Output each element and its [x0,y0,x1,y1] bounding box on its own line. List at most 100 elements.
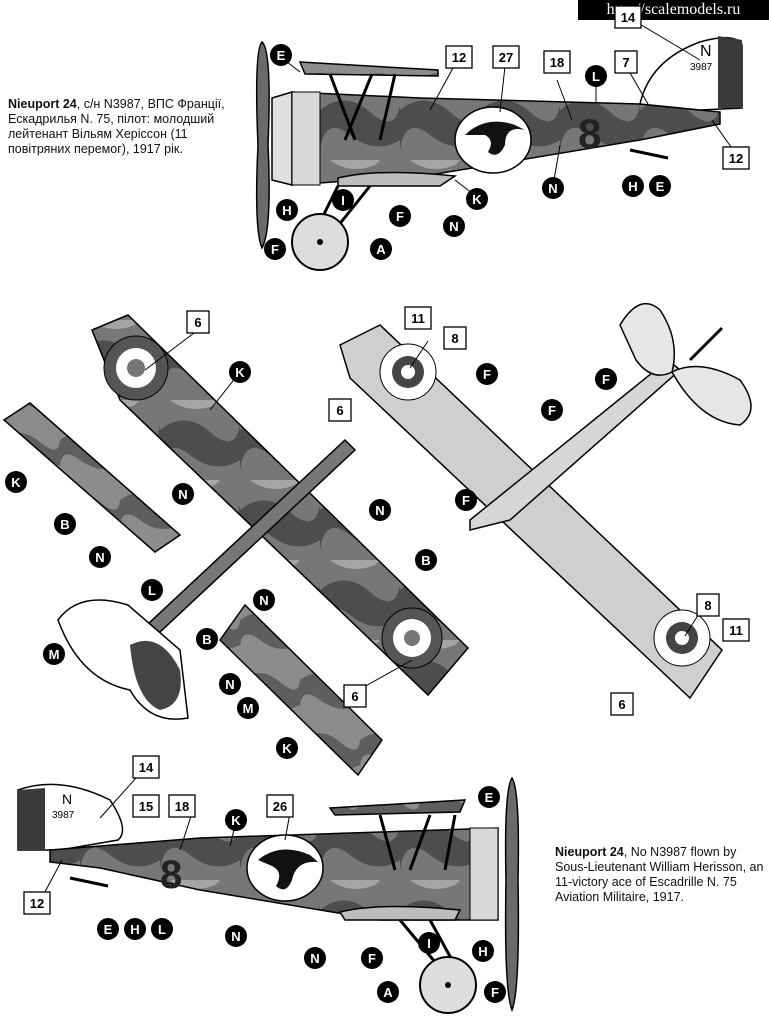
callout-letter: H [628,179,637,194]
callout-letter: M [243,701,254,716]
caption-english: Nieuport 24, No N3987 flown by Sous-Lieu… [555,845,765,905]
callout-letter: H [478,944,487,959]
callout-circle [595,368,617,390]
callout-letter: I [341,193,345,208]
callout-box [722,146,750,170]
fin-letter-left: N [700,43,712,60]
callout-upper-N5: N [219,673,241,695]
callout-lower-F2: F [541,399,563,421]
callout-letter: F [483,367,491,382]
callout-bot-H2: H [472,940,494,962]
callout-letter: N [259,593,268,608]
callout-circle [542,177,564,199]
callout-letter: K [472,192,482,207]
callout-bot-I: I [418,932,440,954]
callout-letter: F [368,951,376,966]
callout-letter: F [548,403,556,418]
callout-circle [455,489,477,511]
callout-letter: E [656,179,665,194]
callout-letter: L [158,922,166,937]
callout-top-E: E [270,44,292,66]
callout-circle [97,918,119,940]
callout-bot-F2: F [484,981,506,1003]
callout-circle [54,513,76,535]
callout-number: 18 [175,799,189,814]
caption-english-title: Nieuport 24 [555,845,624,859]
callout-letter: A [383,985,393,1000]
callout-upper-N1: N [172,483,194,505]
callout-circle [264,238,286,260]
callout-number: 6 [351,689,358,704]
callout-box-upper-6b: 6 [343,684,367,708]
callout-upper-L: L [141,579,163,601]
callout-top-K: K [466,188,488,210]
fin-letter-right: N [62,791,72,807]
callout-lower-F3: F [455,489,477,511]
callout-bot-F1: F [361,947,383,969]
callout-number: 14 [621,10,636,25]
callout-top-H: H [276,199,298,221]
caption-ukrainian-text: , с/н N3987, ВПС Франції, Ескадрилья N. … [8,97,225,156]
callout-circle [478,786,500,808]
callout-bot-A: A [377,981,399,1003]
callout-letter: E [104,922,113,937]
callout-circle [370,238,392,260]
callout-circle [541,399,563,421]
callout-letter: B [421,553,430,568]
callout-box [445,45,473,69]
callout-upper-M2: M [237,697,259,719]
callout-number: 7 [622,55,629,70]
callout-lower-F1: F [476,363,498,385]
upper-surface-plan [2,314,470,777]
callout-letter: K [235,365,245,380]
callout-box-lower-11b: 11 [722,618,750,642]
callout-letter: N [225,677,234,692]
callout-number: 14 [139,760,154,775]
callout-box [614,5,642,29]
callout-bot-E2: E [97,918,119,940]
callout-letter: F [491,985,499,1000]
callout-box-top-12a: 12 [445,45,473,69]
callout-circle [5,471,27,493]
callout-letter: N [375,503,384,518]
callout-box [328,398,352,422]
callout-circle [377,981,399,1003]
side-profile-left: 8 N 3987 [255,36,743,271]
callout-top-F2: F [264,238,286,260]
callout-circle [237,697,259,719]
callout-letter: F [462,493,470,508]
callout-circle [89,546,111,568]
callout-box-top-18: 18 [543,50,571,74]
callout-upper-K3: K [276,737,298,759]
callout-number: 11 [411,311,425,326]
callout-upper-K2: K [5,471,27,493]
callout-letter: K [282,741,292,756]
callout-box [722,618,750,642]
callout-box-top-12b: 12 [722,146,750,170]
callout-box [404,306,432,330]
callout-box-lower-6b: 6 [610,692,634,716]
callout-circle [43,643,65,665]
callout-box [132,755,160,779]
caption-english-text: , No N3987 flown by Sous-Lieutenant Will… [555,845,764,904]
callout-top-H2: H [622,175,644,197]
callout-letter: F [271,242,279,257]
callout-box-top-27: 27 [492,45,520,69]
callout-box [610,692,634,716]
callout-circle [151,918,173,940]
caption-ukrainian: Nieuport 24, с/н N3987, ВПС Франції, Еск… [8,97,246,157]
callout-letter: E [485,790,494,805]
callout-circle [389,205,411,227]
fuselage-number-left: 8 [578,110,601,157]
callout-circle [219,673,241,695]
fin-serial-right: 3987 [52,810,75,821]
callout-upper-M1: M [43,643,65,665]
callout-box-top-14: 14 [614,5,642,29]
callout-circle [585,65,607,87]
callout-top-L: L [585,65,607,87]
callout-letter: B [202,632,211,647]
callout-circle [332,189,354,211]
callout-circle [622,175,644,197]
